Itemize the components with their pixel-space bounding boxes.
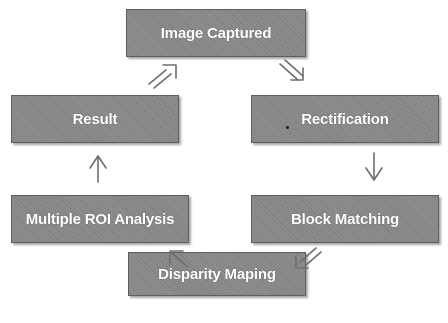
node-image-captured-label: Image Captured [160, 24, 272, 42]
node-disparity-maping: Disparity Maping [128, 252, 306, 296]
node-block-matching-label: Block Matching [290, 210, 400, 228]
node-rectification-label: Rectification [301, 110, 389, 128]
arrow-rectification-to-block [365, 152, 383, 181]
node-multiple-roi-analysis: Multiple ROI Analysis [11, 195, 189, 243]
arrow-image-to-rectification [279, 59, 304, 81]
arrow-roi-to-result [89, 155, 107, 183]
speck-mark [286, 126, 289, 129]
arrow-result-to-image [148, 64, 177, 89]
node-rectification: Rectification [251, 95, 439, 143]
node-block-matching: Block Matching [251, 195, 439, 243]
node-disparity-maping-label: Disparity Maping [158, 265, 276, 283]
node-image-captured: Image Captured [126, 9, 306, 57]
node-result: Result [11, 95, 179, 143]
node-result-label: Result [72, 110, 118, 128]
node-multiple-roi-analysis-label: Multiple ROI Analysis [25, 210, 175, 228]
